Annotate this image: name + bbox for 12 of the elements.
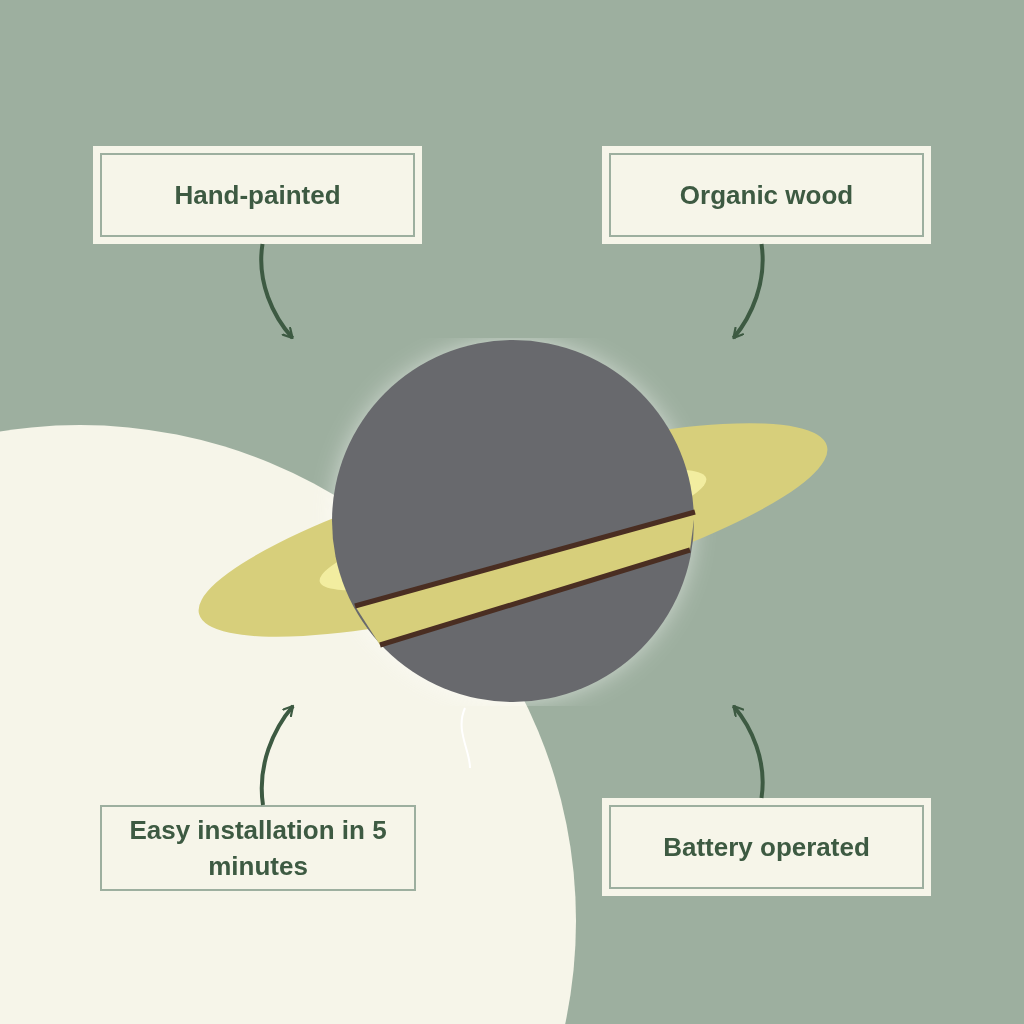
feature-text: Hand-painted bbox=[173, 179, 342, 212]
curved-arrow bbox=[259, 704, 295, 806]
feature-text: Battery operated bbox=[662, 831, 871, 864]
curved-arrow bbox=[731, 243, 765, 340]
feature-box bbox=[602, 798, 931, 896]
curved-arrow bbox=[259, 243, 295, 340]
feature-box bbox=[93, 146, 422, 244]
feature-box bbox=[602, 146, 931, 244]
feature-text: Easy installation in 5 minutes bbox=[128, 814, 388, 883]
feature-box bbox=[100, 805, 416, 891]
feature-text: Organic wood bbox=[678, 179, 855, 212]
curved-arrow bbox=[731, 704, 765, 799]
